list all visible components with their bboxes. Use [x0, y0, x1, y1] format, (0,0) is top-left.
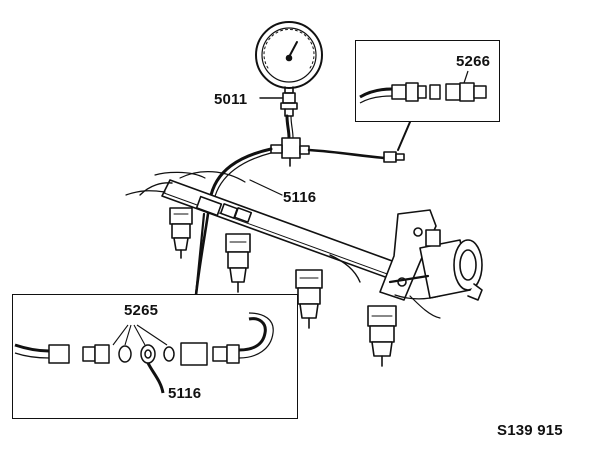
gauge-5011-label: 5011 [214, 91, 248, 108]
hose-5116-lower-label: 5116 [168, 385, 202, 402]
figure-code: S139 915 [497, 422, 563, 439]
hose-5116-label: 5116 [283, 189, 317, 206]
adapter-5265-inset [12, 294, 298, 419]
small-connector [383, 151, 405, 163]
fuel-injector-icon [169, 207, 193, 259]
adapter-5266-inset [355, 40, 500, 122]
adapter-5265-label: 5265 [124, 302, 159, 319]
fuel-injector-icon [367, 305, 397, 367]
adapter-5266-label: 5266 [456, 53, 491, 70]
fuel-injector-icon [295, 269, 323, 329]
adapter-5265-icon [14, 312, 274, 394]
pressure-gauge-icon [255, 21, 323, 117]
fuel-rail [125, 171, 396, 283]
fuel-injector-icon [225, 233, 251, 293]
tee-fitting [270, 137, 310, 167]
adapter-5266-icon [359, 70, 487, 104]
pressure-regulator-icon [388, 229, 483, 301]
